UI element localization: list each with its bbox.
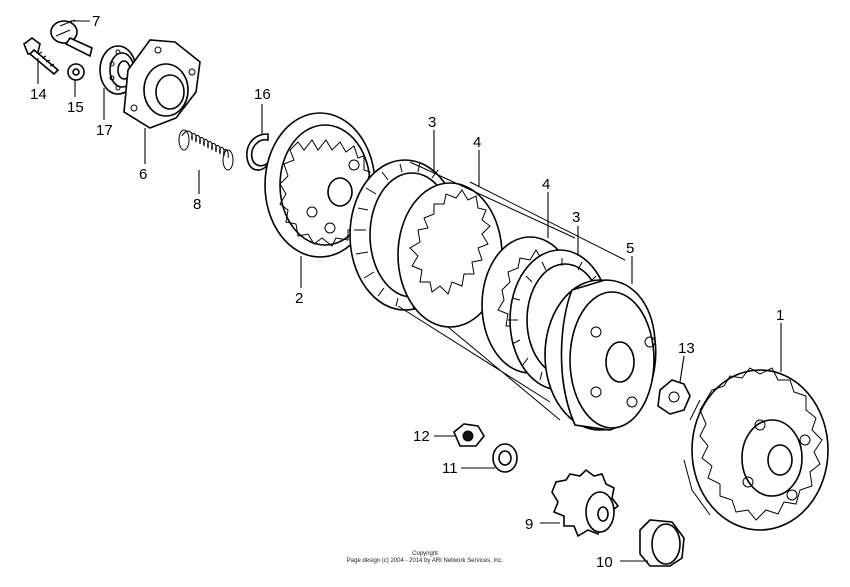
callout-5: 5 <box>626 240 634 257</box>
part-8-spring <box>178 129 234 171</box>
copyright-line: Page design (c) 2004 - 2014 by ARI Netwo… <box>346 558 504 564</box>
callout-17: 17 <box>96 122 113 139</box>
part-9-drive-gear <box>551 468 620 538</box>
part-15-washer <box>67 63 85 81</box>
callout-16: 16 <box>254 86 271 103</box>
copyright-title: Copyright <box>412 551 438 557</box>
part-5-clutch-drum <box>544 279 657 431</box>
callout-15: 15 <box>67 99 84 116</box>
callout-11: 11 <box>442 460 458 477</box>
part-12-nut <box>453 423 485 447</box>
callout-4-left: 4 <box>473 134 481 151</box>
callout-1: 1 <box>776 307 784 324</box>
part-1-clutch-outer <box>683 367 829 531</box>
part-11-washer <box>492 443 518 473</box>
callout-13: 13 <box>678 340 695 357</box>
callout-9: 9 <box>525 516 533 533</box>
part-6-lifter-plate <box>123 39 201 129</box>
callout-3-right: 3 <box>572 209 580 226</box>
callout-4-right: 4 <box>542 176 550 193</box>
part-7-pin <box>50 19 93 58</box>
callout-7: 7 <box>92 13 100 30</box>
callout-labels: 1 2 3 3 4 4 5 6 7 8 9 10 11 12 13 14 15 … <box>30 13 784 571</box>
part-2-pressure-plate <box>264 112 376 258</box>
callout-12: 12 <box>413 428 430 445</box>
callout-3-left: 3 <box>428 114 436 131</box>
part-14-bolt <box>23 37 60 76</box>
callout-2: 2 <box>295 290 303 307</box>
callout-6: 6 <box>139 166 147 183</box>
callout-8: 8 <box>193 196 201 213</box>
callout-10: 10 <box>596 554 613 571</box>
copyright-notice: Copyright Page design (c) 2004 - 2014 by… <box>0 551 850 565</box>
leader-lines <box>37 20 782 562</box>
part-13-lock-washer <box>657 379 691 415</box>
callout-14: 14 <box>30 86 47 103</box>
part-10-collar <box>639 519 685 567</box>
